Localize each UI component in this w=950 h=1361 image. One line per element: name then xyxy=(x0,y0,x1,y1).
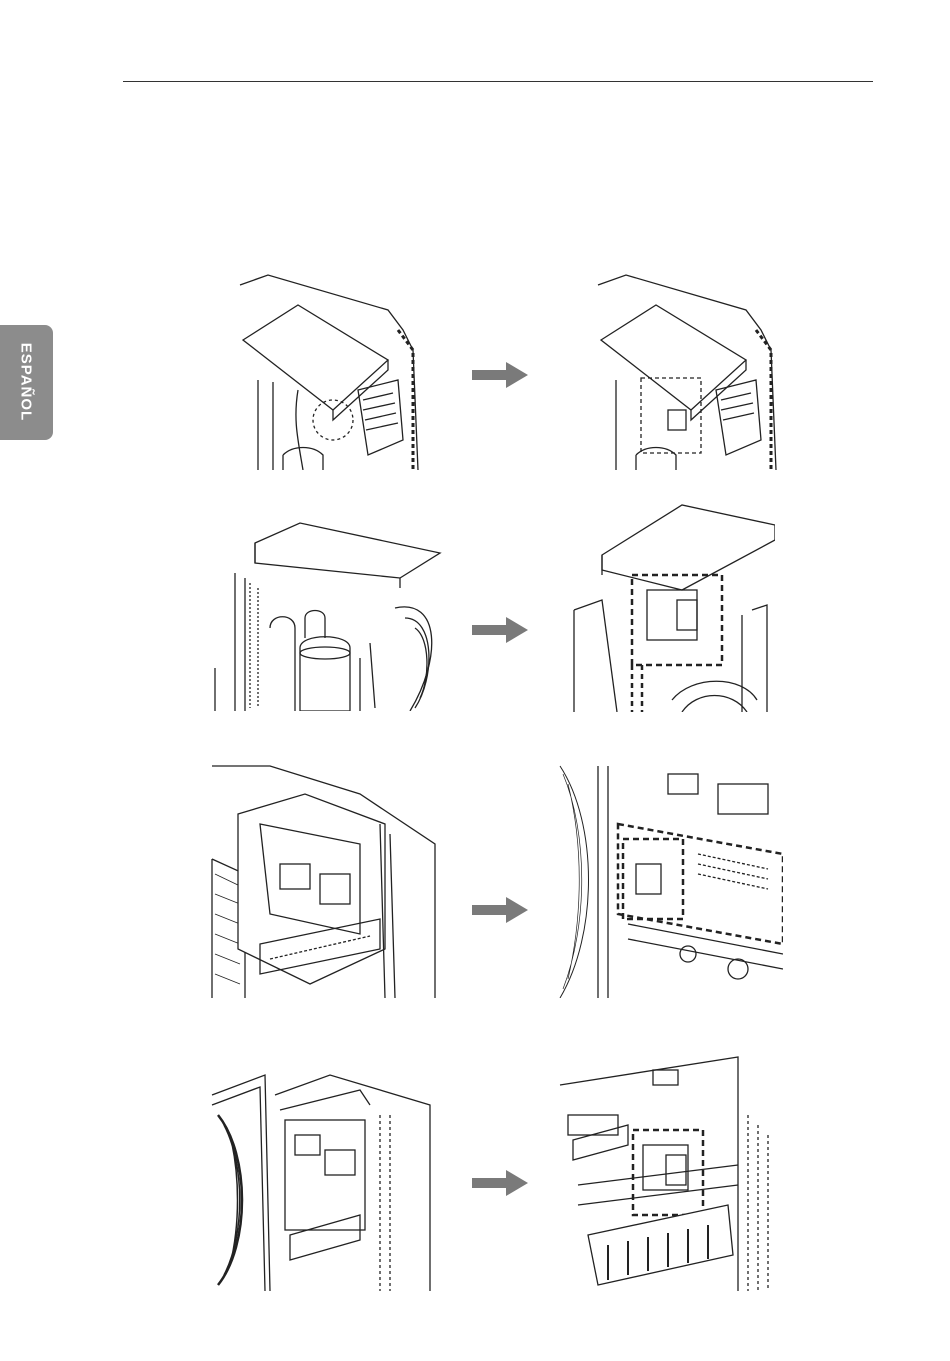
step-4-before-figure xyxy=(210,1055,432,1291)
step-3-after-figure xyxy=(558,764,783,998)
step-1-arrow-icon xyxy=(470,360,530,390)
step-3-arrow-icon xyxy=(470,895,530,925)
step-4-after-figure xyxy=(558,1055,783,1291)
header-rule xyxy=(123,81,873,82)
step-2-arrow-icon xyxy=(470,615,530,645)
step-2-before-figure xyxy=(210,518,442,711)
step-1-after-figure xyxy=(596,270,782,470)
language-label: ESPAÑOL xyxy=(18,343,35,421)
language-side-tab: ESPAÑOL xyxy=(0,325,53,440)
step-2-after-figure xyxy=(572,500,775,712)
step-1-before-figure xyxy=(238,270,425,470)
step-3-before-figure xyxy=(210,764,438,998)
step-4-arrow-icon xyxy=(470,1168,530,1198)
